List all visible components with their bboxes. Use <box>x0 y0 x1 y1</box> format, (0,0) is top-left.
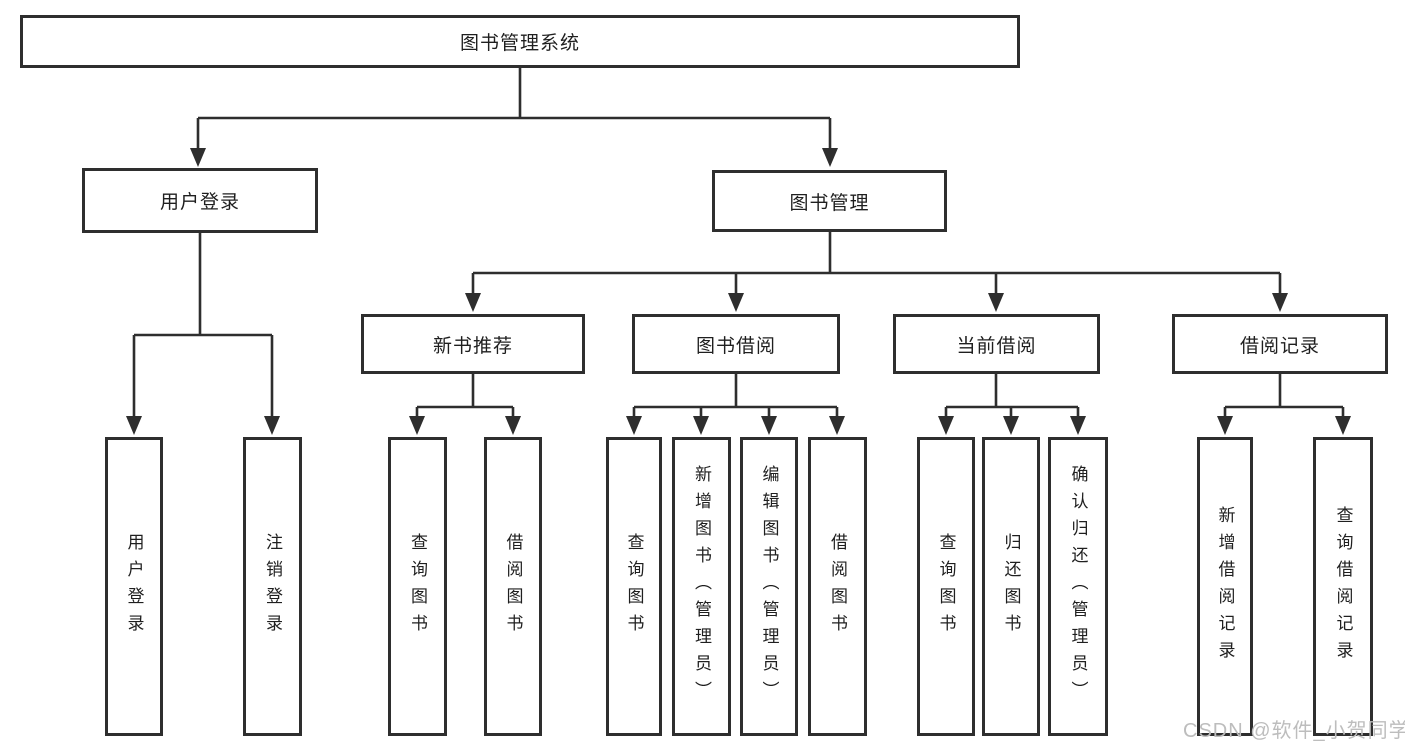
leaf-label: 查询借阅记录 <box>1333 505 1353 668</box>
leaf-label: 新增图书（管理员） <box>692 465 711 708</box>
leaf-label: 编辑图书（管理员） <box>759 465 779 708</box>
leaf-label: 确认归还（管理员） <box>1068 465 1088 708</box>
connector-book-borrow-children <box>626 374 845 435</box>
leaf-label: 用户登录 <box>124 532 144 641</box>
node-user-login: 用户登录 <box>82 168 318 233</box>
node-current-borrow: 当前借阅 <box>893 314 1100 374</box>
leaf-label: 借阅图书 <box>503 532 523 641</box>
csdn-watermark: CSDN @软件_小贺同学 <box>1183 720 1405 742</box>
leaf-label: 查询图书 <box>624 532 644 641</box>
node-leaf-logout: 注销登录 <box>243 437 302 736</box>
connector-book-mgmt-children <box>465 232 1288 312</box>
node-book-borrow: 图书借阅 <box>632 314 840 374</box>
leaf-label: 查询图书 <box>936 532 956 641</box>
node-root-system: 图书管理系统 <box>20 15 1020 68</box>
node-leaf-query-borrow-record: 查询借阅记录 <box>1313 437 1373 736</box>
node-leaf-add-book-admin: 新增图书（管理员） <box>672 437 731 736</box>
node-book-management: 图书管理 <box>712 170 947 232</box>
node-leaf-user-login: 用户登录 <box>105 437 163 736</box>
node-leaf-recommend-borrow-book: 借阅图书 <box>484 437 542 736</box>
node-leaf-edit-book-admin: 编辑图书（管理员） <box>740 437 798 736</box>
connector-borrow-record-children <box>1217 374 1351 435</box>
node-borrow-record: 借阅记录 <box>1172 314 1388 374</box>
leaf-label: 新增借阅记录 <box>1215 505 1235 668</box>
node-leaf-current-query-book: 查询图书 <box>917 437 975 736</box>
leaf-label: 借阅图书 <box>828 532 847 641</box>
node-leaf-recommend-query-book: 查询图书 <box>388 437 447 736</box>
connector-current-borrow-children <box>938 374 1086 435</box>
node-leaf-add-borrow-record: 新增借阅记录 <box>1197 437 1253 736</box>
node-leaf-return-book: 归还图书 <box>982 437 1040 736</box>
leaf-label: 归还图书 <box>1001 532 1021 641</box>
node-leaf-borrow-book: 借阅图书 <box>808 437 867 736</box>
connector-new-book-children <box>409 374 521 435</box>
leaf-label: 查询图书 <box>408 532 427 641</box>
node-leaf-borrow-query-book: 查询图书 <box>606 437 662 736</box>
node-leaf-confirm-return-admin: 确认归还（管理员） <box>1048 437 1108 736</box>
node-new-book-recommend: 新书推荐 <box>361 314 585 374</box>
connector-user-login-children <box>126 233 280 435</box>
connector-root-to-branches <box>190 68 838 167</box>
leaf-label: 注销登录 <box>263 532 282 641</box>
